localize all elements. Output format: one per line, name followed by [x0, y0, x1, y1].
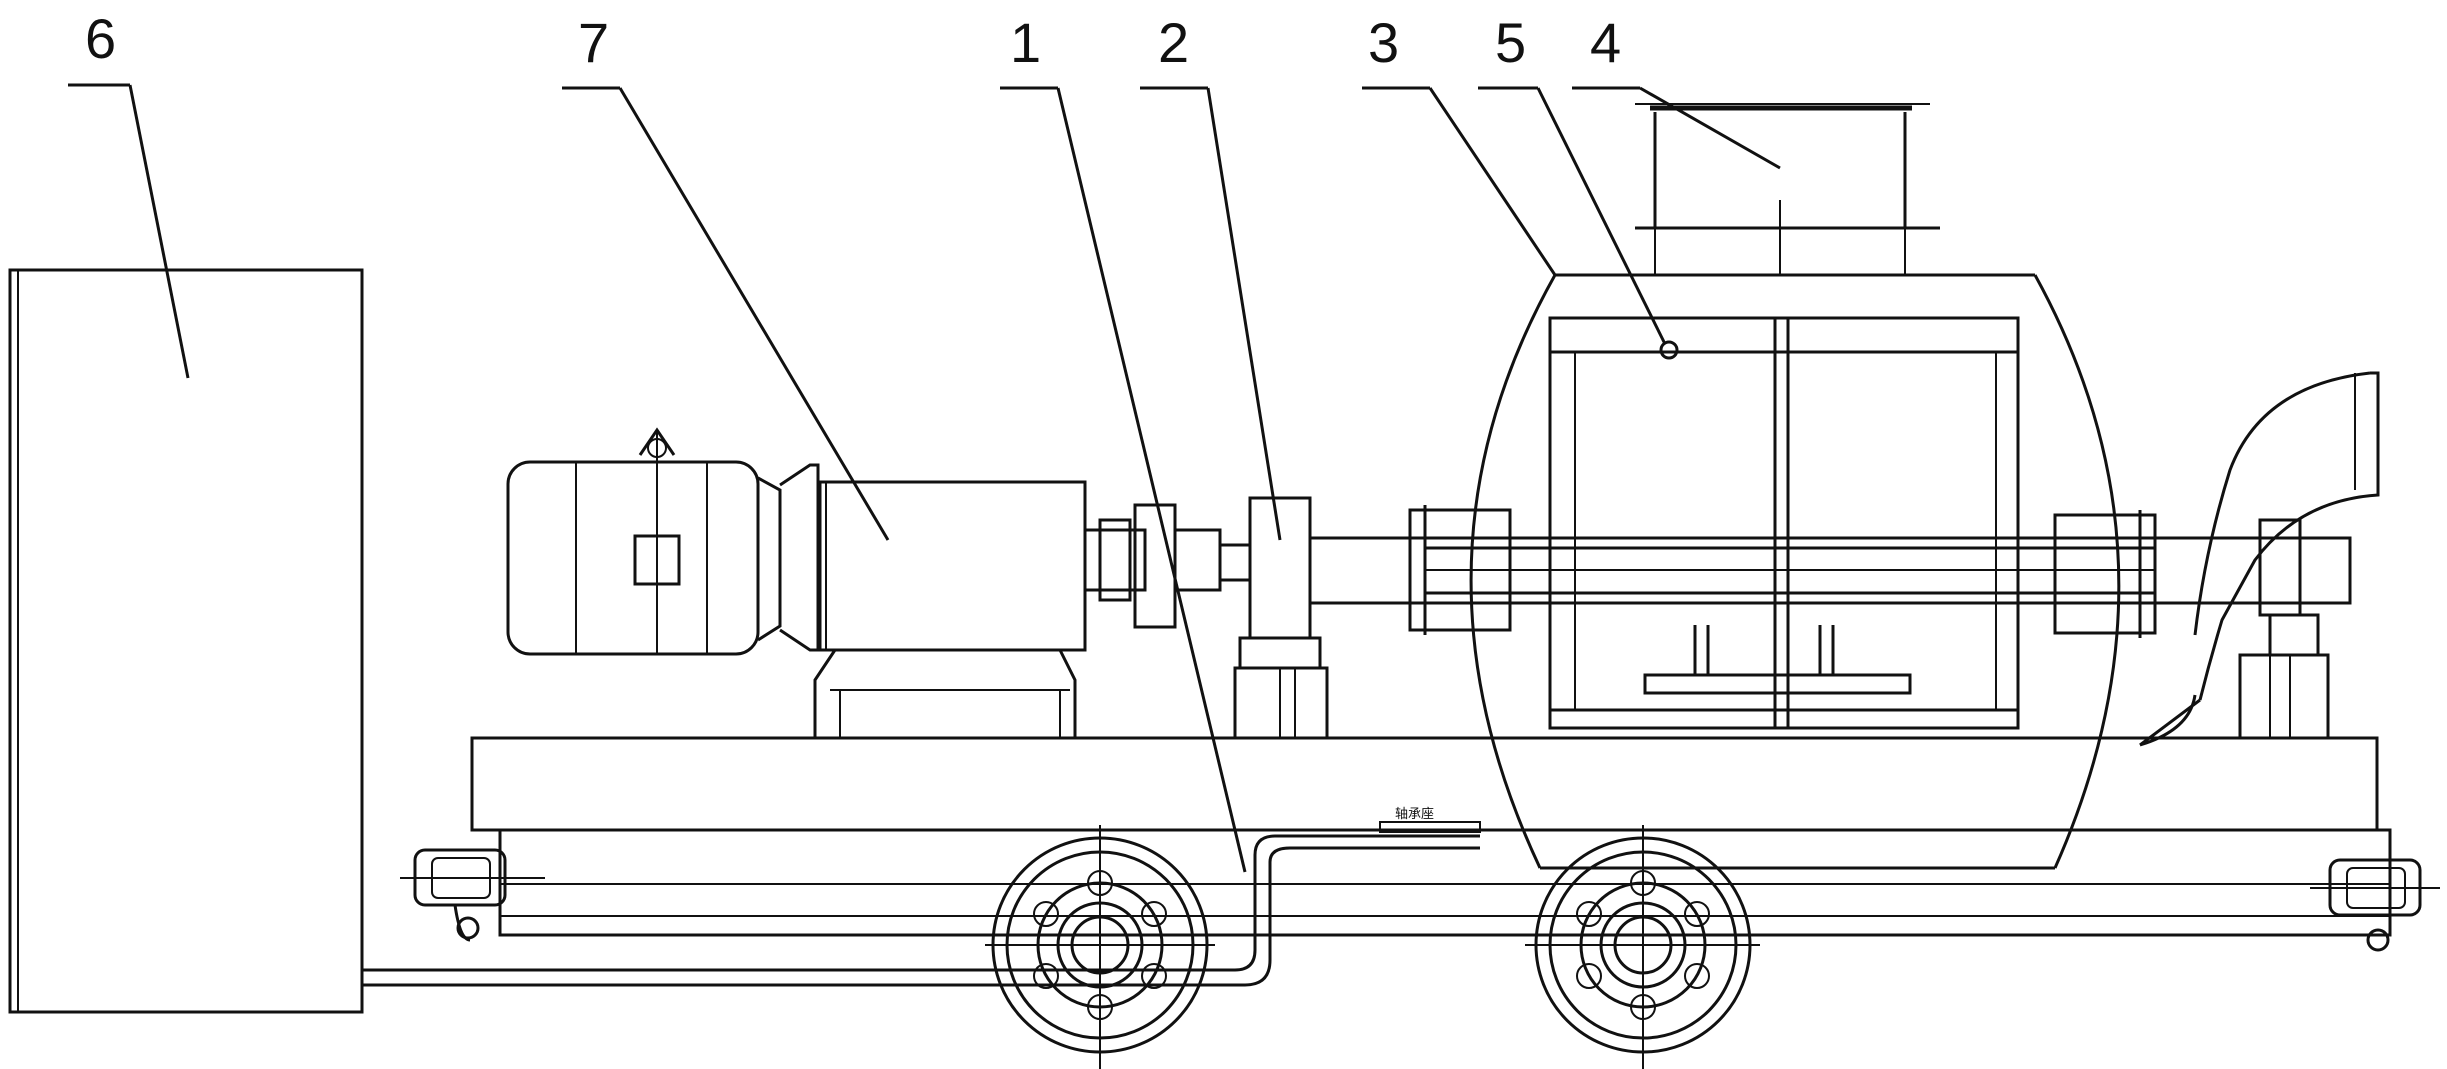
power-cable — [362, 822, 1480, 985]
callout-7-label: 7 — [578, 11, 609, 74]
control-cabinet — [10, 270, 362, 1012]
mixing-drum — [1410, 275, 2155, 868]
reducer — [815, 482, 1085, 738]
callout-5-label: 5 — [1495, 11, 1526, 74]
callout-3-label: 3 — [1368, 11, 1399, 74]
callout-2: 2 — [1140, 11, 1280, 540]
feed-hopper — [1635, 104, 1940, 275]
callout-6-label: 6 — [85, 7, 116, 70]
front-wheel — [985, 825, 1215, 1069]
electric-motor — [508, 430, 818, 654]
callout-2-label: 2 — [1158, 11, 1189, 74]
callout-4-label: 4 — [1590, 11, 1621, 74]
main-shaft — [1310, 538, 2350, 603]
right-bearing-seat — [2240, 520, 2328, 738]
shaft-coupling — [1085, 505, 1250, 627]
callout-1-label: 1 — [1010, 11, 1041, 74]
rear-wheel — [1525, 825, 1760, 1069]
left-buffer — [400, 850, 545, 940]
callout-4: 4 — [1572, 11, 1780, 168]
sensor-point — [1661, 342, 1677, 358]
callout-1: 1 — [1000, 11, 1245, 872]
plate-mark: 轴承座 — [1395, 806, 1434, 821]
callout-5: 5 — [1478, 11, 1665, 344]
left-bearing-seat — [1235, 498, 1327, 738]
callout-6: 6 — [68, 7, 188, 378]
